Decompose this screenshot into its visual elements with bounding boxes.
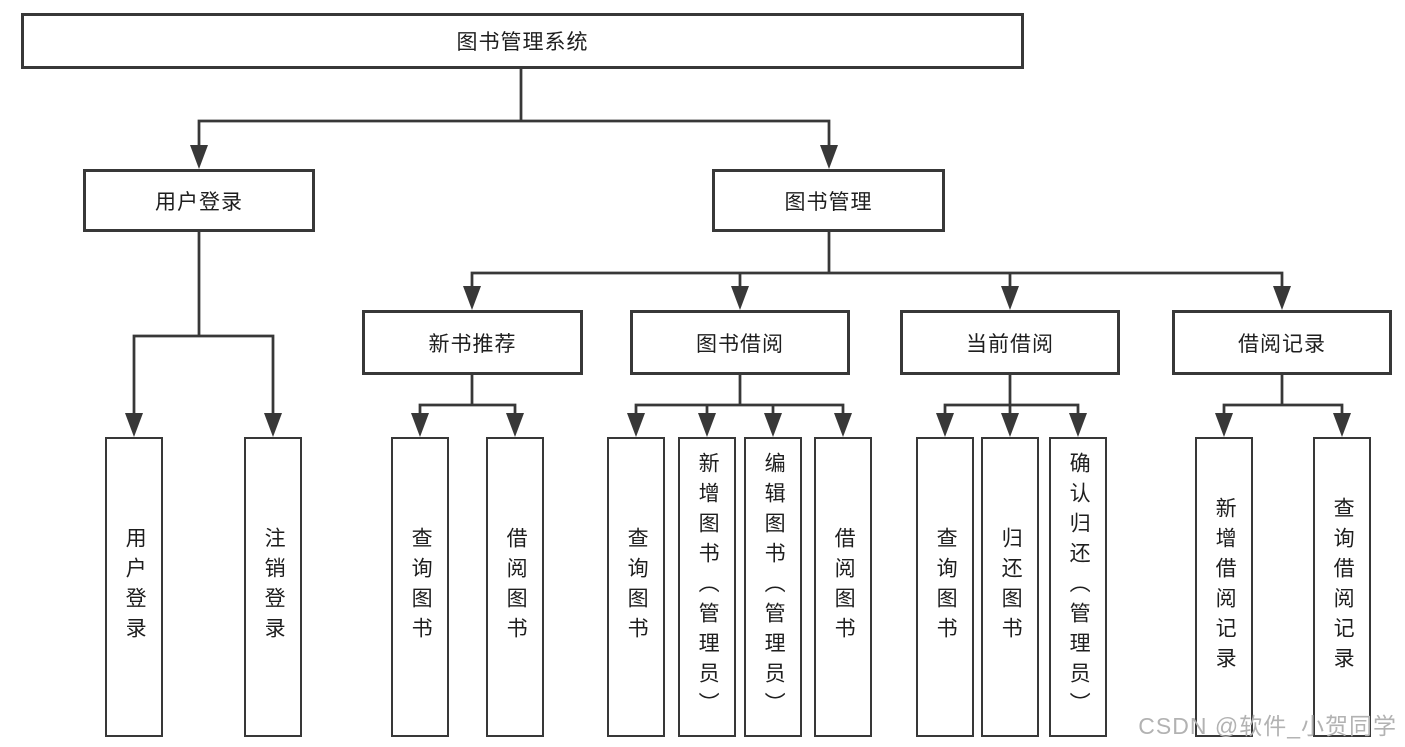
leaf-edit-books-admin: 编辑图书（管理员） (744, 437, 802, 737)
leaf-label: 归还图书 (999, 527, 1023, 647)
arrow-down-icon (1273, 286, 1291, 310)
arrow-down-icon (1069, 413, 1087, 437)
leaf-query-borrow-record: 查询借阅记录 (1313, 437, 1371, 737)
node-book-management: 图书管理 (712, 169, 945, 232)
connector-line (418, 373, 517, 417)
csdn-watermark: CSDN @软件_小贺同学 (1138, 713, 1397, 739)
node-label: 图书借阅 (696, 332, 784, 356)
leaf-label: 借阅图书 (832, 527, 856, 647)
leaf-borrow-books: 借阅图书 (814, 437, 872, 737)
node-new-book-recommend: 新书推荐 (362, 310, 583, 375)
node-label: 用户登录 (155, 190, 243, 214)
leaf-confirm-return-admin: 确认归还（管理员） (1049, 437, 1107, 737)
leaf-label: 新增借阅记录 (1213, 497, 1237, 677)
node-label: 图书管理 (784, 190, 873, 214)
leaf-label: 用户登录 (123, 527, 147, 647)
leaf-query-books: 查询图书 (391, 437, 449, 737)
node-label: 新书推荐 (428, 332, 517, 356)
leaf-label: 注销登录 (262, 527, 286, 647)
connector-line (132, 230, 275, 416)
arrow-down-icon (125, 413, 143, 437)
leaf-return-books: 归还图书 (981, 437, 1039, 737)
arrow-down-icon (190, 145, 208, 169)
arrow-down-icon (834, 413, 852, 437)
connector-line (197, 65, 831, 148)
leaf-add-books-admin: 新增图书（管理员） (678, 437, 736, 737)
leaf-user-login: 用户登录 (105, 437, 163, 737)
leaf-add-borrow-record: 新增借阅记录 (1195, 437, 1253, 737)
arrow-down-icon (463, 286, 481, 310)
connector-line (634, 373, 845, 417)
arrow-down-icon (764, 413, 782, 437)
leaf-label: 借阅图书 (504, 527, 528, 647)
node-borrow-records: 借阅记录 (1172, 310, 1392, 375)
arrow-down-icon (936, 413, 954, 437)
leaf-logout: 注销登录 (244, 437, 302, 737)
connector-line (470, 230, 1284, 290)
root-node-label: 图书管理系统 (456, 31, 589, 54)
leaf-label: 编辑图书（管理员） (762, 452, 786, 722)
node-label: 当前借阅 (966, 332, 1054, 356)
arrow-down-icon (1001, 413, 1019, 437)
connector-line (943, 373, 1080, 417)
connector-line (1222, 373, 1344, 417)
node-current-borrow: 当前借阅 (900, 310, 1120, 375)
arrow-down-icon (506, 413, 524, 437)
leaf-label: 查询借阅记录 (1331, 497, 1355, 677)
leaf-label: 查询图书 (409, 527, 433, 647)
leaf-query-books: 查询图书 (607, 437, 665, 737)
leaf-query-books: 查询图书 (916, 437, 974, 737)
arrow-down-icon (264, 413, 282, 437)
arrow-down-icon (1333, 413, 1351, 437)
arrow-down-icon (731, 286, 749, 310)
node-label: 借阅记录 (1238, 332, 1326, 356)
node-book-borrow: 图书借阅 (630, 310, 850, 375)
arrow-down-icon (820, 145, 838, 169)
leaf-label: 查询图书 (934, 527, 958, 647)
leaf-label: 新增图书（管理员） (696, 452, 720, 722)
arrow-down-icon (1001, 286, 1019, 310)
arrow-down-icon (627, 413, 645, 437)
node-user-login: 用户登录 (83, 169, 315, 232)
arrow-down-icon (698, 413, 716, 437)
arrow-down-icon (411, 413, 429, 437)
leaf-borrow-books: 借阅图书 (486, 437, 544, 737)
root-node-book-management-system: 图书管理系统 (21, 13, 1024, 69)
leaf-label: 查询图书 (625, 527, 649, 647)
arrow-down-icon (1215, 413, 1233, 437)
leaf-label: 确认归还（管理员） (1067, 452, 1091, 722)
